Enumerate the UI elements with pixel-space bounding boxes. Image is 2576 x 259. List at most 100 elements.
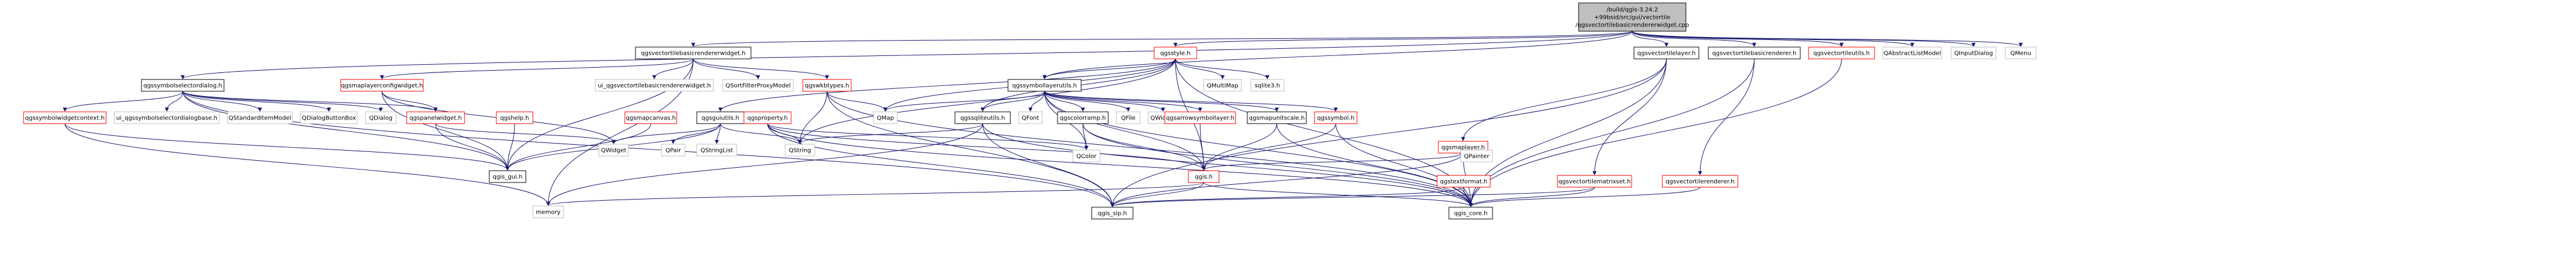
node-label: qgsvectortilebasicrendererwidget.h — [641, 51, 746, 57]
header-node[interactable]: qgis.h — [1188, 170, 1220, 183]
header-node: QString — [785, 144, 815, 157]
header-node[interactable]: qgswkbtypes.h — [802, 79, 852, 92]
node-box — [598, 144, 629, 157]
header-node[interactable]: qgis_sip.h — [1091, 207, 1134, 220]
node-label: qgssymbollayerutils.h — [1012, 83, 1077, 89]
header-node[interactable]: qgsvectortilelayer.h — [1633, 47, 1699, 59]
node-label: QAbstractListModel — [1883, 51, 1941, 57]
dependency-edge — [182, 91, 383, 112]
header-node[interactable]: qgspanelwidget.h — [406, 111, 465, 124]
header-node: QStandardItemModel — [227, 111, 293, 124]
dependency-edge — [693, 58, 829, 79]
dependency-edge — [652, 58, 694, 79]
dependency-edge — [798, 58, 1176, 144]
header-node[interactable]: qgssymbol.h — [1314, 111, 1358, 124]
node-box — [1951, 47, 1997, 59]
dependency-edge — [982, 123, 1115, 207]
node-box — [1708, 47, 1801, 59]
header-node[interactable]: qgsvectortilematrixset.h — [1557, 175, 1632, 188]
header-node[interactable]: qgssymbollayerutils.h — [1007, 79, 1082, 92]
node-label: QMenu — [2010, 51, 2031, 57]
node-label: sqlite3.h — [1254, 83, 1280, 89]
header-node[interactable]: qgsmapcanvas.h — [624, 111, 677, 124]
node-label: QPainter — [1464, 154, 1490, 160]
dependency-edge — [691, 31, 1633, 47]
dependency-edge — [1632, 31, 1915, 47]
node-box — [365, 111, 397, 124]
node-box — [23, 111, 107, 124]
node-label: qgssymbol.h — [1317, 115, 1355, 122]
header-node: QAbstractListModel — [1882, 47, 1942, 59]
dependency-edge — [718, 58, 1176, 112]
header-node: QFont — [1018, 111, 1043, 124]
header-node: QPair — [661, 144, 686, 157]
node-label: ui_qgssymbolselectordialogbase.h — [116, 115, 218, 122]
header-node: ui_qgssymbolselectordialogbase.h — [114, 111, 220, 124]
node-label: qgsmaplayer.h — [1441, 145, 1485, 151]
dependency-edge — [62, 91, 183, 112]
node-label: QPair — [666, 148, 681, 154]
node-label: QMap — [877, 115, 894, 122]
header-node: QWidget — [598, 144, 629, 157]
header-node[interactable]: qgis_gui.h — [489, 170, 526, 183]
dependency-edge — [826, 91, 1115, 207]
node-box — [1808, 47, 1875, 59]
header-node[interactable]: qgshelp.h — [496, 111, 533, 124]
dependency-edge — [1632, 31, 1757, 47]
node-label: QFile — [1121, 115, 1136, 122]
node-box — [1437, 175, 1491, 188]
header-node[interactable]: qgsvectortilebasicrendererwidget.h — [635, 47, 752, 59]
dependency-edge — [182, 91, 331, 112]
header-node: ui_qgsvectortilebasicrendererwidget.h — [595, 79, 714, 92]
node-label: qgsproperty.h — [747, 115, 788, 122]
node-label: QMultiMap — [1207, 83, 1238, 89]
dependency-edge — [1042, 58, 1176, 79]
dependency-edge — [1200, 123, 1206, 171]
header-node[interactable]: qgssqliteutils.h — [954, 111, 1011, 124]
dependency-edge — [1632, 31, 1844, 47]
node-label: QDialogButtonBox — [302, 115, 356, 122]
dependency-edge — [1175, 58, 1225, 79]
dependency-edge — [380, 58, 694, 79]
dependency-edge — [1468, 187, 1595, 207]
header-node[interactable]: qgsarrowsymbollayer.h — [1164, 111, 1236, 124]
header-node[interactable]: qgsmaplayerconfigwidget.h — [340, 79, 424, 92]
header-node[interactable]: qgsvectortilerenderer.h — [1662, 175, 1738, 188]
header-node[interactable]: qgsstyle.h — [1154, 47, 1197, 59]
node-label: qgshelp.h — [500, 115, 529, 122]
node-label: qgis_gui.h — [493, 174, 523, 181]
dependency-edge — [546, 182, 1204, 206]
dependency-edge — [1042, 31, 1633, 79]
header-node[interactable]: qgsvectortileutils.h — [1808, 47, 1875, 59]
node-box — [1154, 47, 1197, 59]
node-label: /build/qgis-3.24.2 — [1606, 7, 1658, 14]
header-node[interactable]: qgscolorramp.h — [1057, 111, 1109, 124]
node-box — [1250, 79, 1284, 92]
node-box — [595, 79, 714, 92]
node-box — [1203, 79, 1242, 92]
node-label: QSortFilterProxyModel — [726, 83, 791, 89]
header-node[interactable]: qgsguiutils.h — [696, 111, 745, 124]
node-box — [1057, 111, 1109, 124]
node-label: qgsvectortileutils.h — [1813, 51, 1870, 57]
dependency-edge — [1201, 123, 1277, 171]
header-node[interactable]: qgis_core.h — [1448, 207, 1493, 220]
header-node[interactable]: qgstextformat.h — [1437, 175, 1491, 188]
node-label: qgis_sip.h — [1098, 211, 1127, 217]
dependency-edge — [1173, 31, 1633, 47]
node-label: qgssymbolselectordialog.h — [143, 83, 222, 89]
dependency-edge — [1468, 58, 1842, 207]
header-node[interactable]: qgssymbolwidgetcontext.h — [23, 111, 107, 124]
header-node[interactable]: qgsproperty.h — [743, 111, 792, 124]
dependency-edge — [1044, 91, 1085, 112]
dependency-edge — [1044, 91, 1279, 112]
dependency-edge — [1082, 123, 1473, 207]
node-label: qgssymbolwidgetcontext.h — [25, 115, 105, 122]
header-node[interactable]: qgsvectortilebasicrenderer.h — [1708, 47, 1801, 59]
dependency-edge — [64, 123, 551, 206]
node-box — [1633, 47, 1699, 59]
node-box — [873, 111, 898, 124]
header-node[interactable]: qgssymbolselectordialog.h — [141, 79, 225, 92]
header-node[interactable]: qgsmapunitscale.h — [1247, 111, 1307, 124]
